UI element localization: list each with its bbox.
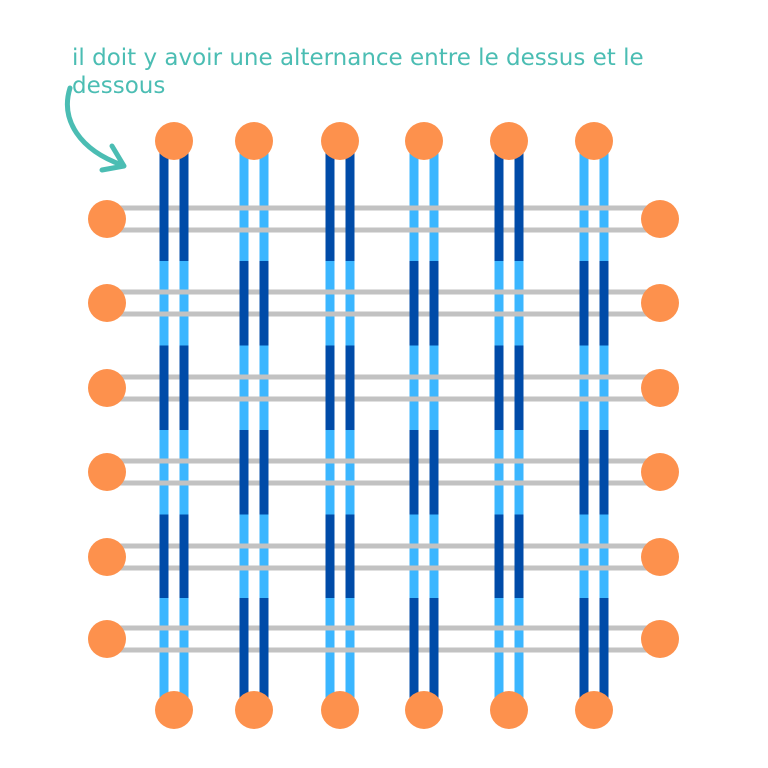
warp-segment-over: [429, 430, 439, 515]
warp-segment-over: [239, 430, 249, 515]
warp-segment-under: [579, 345, 589, 430]
warp-segment-over: [345, 148, 355, 261]
warp-segment-over: [325, 345, 335, 430]
warp-segment-under: [599, 148, 609, 261]
top-peg: [321, 122, 359, 160]
warp-segment-over: [429, 261, 439, 346]
right-peg: [641, 538, 679, 576]
warp-segment-over: [259, 430, 269, 515]
warp-segment-over: [514, 148, 524, 261]
bottom-peg: [490, 691, 528, 729]
warp-segment-over: [179, 514, 189, 598]
right-peg: [641, 620, 679, 658]
warp-segment-over: [514, 514, 524, 598]
warp-segment-over: [239, 598, 249, 700]
arrow-icon: [64, 85, 125, 168]
bottom-peg: [321, 691, 359, 729]
warp-segment-over: [259, 261, 269, 346]
warp-segment-under: [514, 430, 524, 515]
warp-segment-under: [239, 345, 249, 430]
warp-segment-over: [159, 148, 169, 261]
left-peg: [88, 538, 126, 576]
bottom-peg: [155, 691, 193, 729]
warp-segment-over: [599, 261, 609, 346]
left-peg: [88, 453, 126, 491]
warp-segment-over: [409, 261, 419, 346]
warp-segment-under: [239, 148, 249, 261]
warp-segment-under: [429, 148, 439, 261]
warp-segment-under: [159, 430, 169, 515]
warp-segment-over: [345, 345, 355, 430]
warp-segment-under: [514, 261, 524, 346]
warp-segment-over: [409, 430, 419, 515]
warp-segment-under: [325, 261, 335, 346]
warp-segment-under: [259, 148, 269, 261]
warp-segment-over: [409, 598, 419, 700]
warp-segment-over: [599, 598, 609, 700]
warp-segment-over: [494, 514, 504, 598]
warp-segment-over: [579, 261, 589, 346]
right-peg: [641, 453, 679, 491]
top-peg: [490, 122, 528, 160]
warp-segment-over: [259, 598, 269, 700]
warp-segment-over: [159, 514, 169, 598]
warp-segment-under: [259, 514, 269, 598]
right-peg: [641, 200, 679, 238]
warp-segment-over: [429, 598, 439, 700]
warp-segment-over: [159, 345, 169, 430]
warp-segment-under: [409, 148, 419, 261]
warp-segment-under: [494, 430, 504, 515]
left-peg: [88, 200, 126, 238]
warp-segment-under: [179, 430, 189, 515]
warp-segment-over: [579, 430, 589, 515]
warp-segment-over: [345, 514, 355, 598]
warp-segment-under: [345, 261, 355, 346]
warp-segment-over: [494, 345, 504, 430]
bottom-peg: [405, 691, 443, 729]
warp-segment-over: [599, 430, 609, 515]
warp-segment-over: [494, 148, 504, 261]
warp-segment-under: [579, 148, 589, 261]
top-peg: [155, 122, 193, 160]
caption-text: il doit y avoir une alternance entre le …: [72, 45, 644, 99]
warp-segment-under: [599, 345, 609, 430]
warp-segment-under: [579, 514, 589, 598]
warp-segment-under: [239, 514, 249, 598]
warp-segment-under: [179, 261, 189, 346]
warp-segment-over: [514, 345, 524, 430]
bottom-peg: [575, 691, 613, 729]
warp-segment-over: [579, 598, 589, 700]
arrowhead-icon: [99, 143, 127, 173]
warp-segment-under: [494, 261, 504, 346]
top-peg: [235, 122, 273, 160]
top-peg: [405, 122, 443, 160]
warp-segment-over: [325, 148, 335, 261]
warp-segment-under: [409, 514, 419, 598]
right-peg: [641, 284, 679, 322]
warp-segment-under: [599, 514, 609, 598]
right-peg: [641, 369, 679, 407]
warp-segment-under: [409, 345, 419, 430]
warp-segment-under: [325, 430, 335, 515]
warp-segment-under: [159, 261, 169, 346]
bottom-peg: [235, 691, 273, 729]
warp-segment-over: [239, 261, 249, 346]
warp-segment-under: [259, 345, 269, 430]
warp-segment-under: [345, 430, 355, 515]
warp-segment-under: [429, 514, 439, 598]
left-peg: [88, 284, 126, 322]
top-peg: [575, 122, 613, 160]
warp-segment-over: [179, 148, 189, 261]
left-peg: [88, 369, 126, 407]
warp-segment-under: [429, 345, 439, 430]
warp-segment-over: [179, 345, 189, 430]
left-peg: [88, 620, 126, 658]
warp-segment-over: [325, 514, 335, 598]
